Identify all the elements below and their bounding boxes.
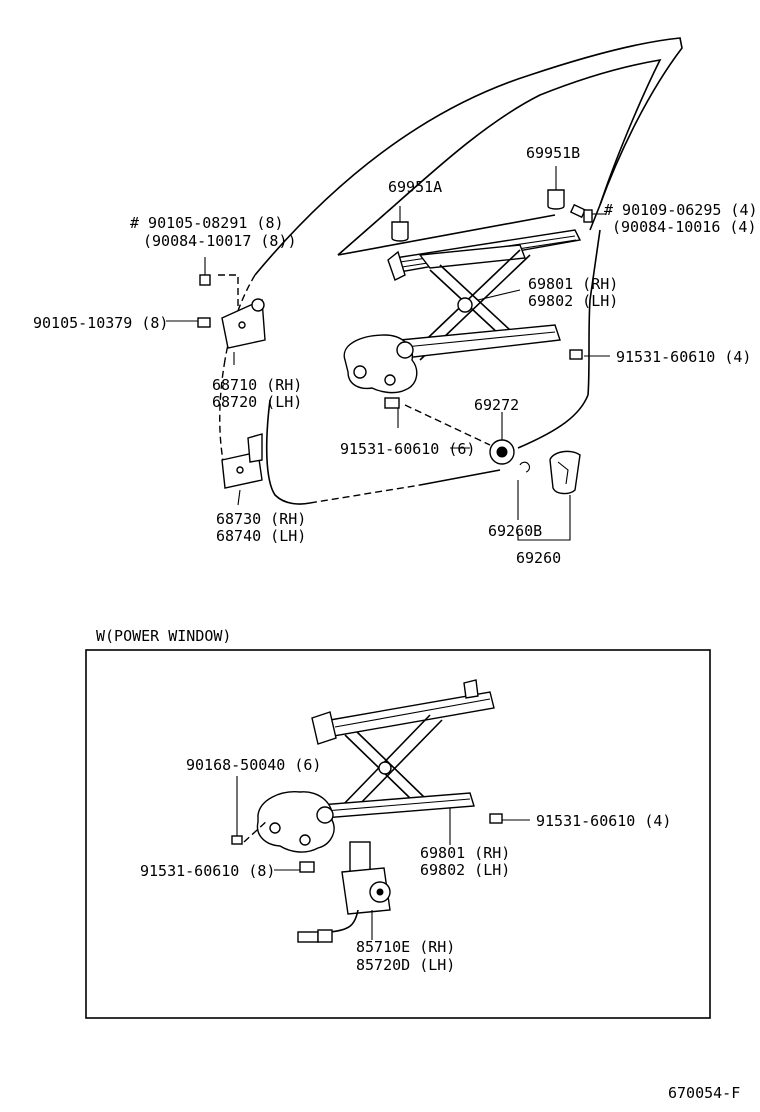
label-69260: 69260 [516, 549, 561, 567]
label-69272: 69272 [474, 396, 519, 414]
bolt-91531-d [274, 861, 315, 873]
label-68740: 68740 (LH) [216, 527, 306, 545]
label-90105b: 90105-10379 (8) [33, 314, 168, 332]
label-69801-upper: 69801 (RH) [528, 275, 618, 293]
label-90109: # 90109-06295 (4) [604, 201, 758, 219]
clip-69260b [519, 461, 530, 473]
bolt-90105-a [199, 257, 211, 286]
bolt-90168 [231, 776, 269, 845]
handle-69260 [549, 450, 581, 495]
bolt-91531-b [384, 397, 400, 428]
label-69801-power: 69801 (RH) [420, 844, 510, 862]
power-window-box [85, 649, 711, 1019]
label-91531c: 91531-60610 (4) [536, 812, 671, 830]
label-69951a: 69951A [388, 178, 442, 196]
window-regulator-upper [343, 229, 582, 394]
motor-85710 [297, 841, 391, 943]
label-69260b: 69260B [488, 522, 542, 540]
label-69951b: 69951B [526, 144, 580, 162]
clip-69951a [391, 206, 409, 242]
bolt-90109 [569, 203, 606, 223]
label-90084a: (90084-10017 (8)) [143, 232, 297, 250]
label-90168: 90168-50040 (6) [186, 756, 321, 774]
bolt-91531-a [569, 349, 583, 360]
label-91531d: 91531-60610 (8) [140, 862, 275, 880]
leader-lines [233, 289, 610, 541]
bolt-91531-c [489, 813, 530, 824]
label-69802-upper: 69802 (LH) [528, 292, 618, 310]
hinge-68710 [218, 274, 266, 349]
label-91531b: 91531-60610 (6) [340, 440, 475, 458]
power-window-title: W(POWER WINDOW) [96, 627, 231, 645]
bracket-68730 [221, 433, 263, 489]
window-regulator-power [256, 679, 495, 853]
bolt-90105-b [166, 317, 211, 328]
label-69802-power: 69802 (LH) [420, 861, 510, 879]
label-85720: 85720D (LH) [356, 956, 455, 974]
label-90084b: (90084-10016 (4) [612, 218, 757, 236]
label-68730: 68730 (RH) [216, 510, 306, 528]
door-frame-outline [219, 37, 683, 505]
diagram-reference: 670054-F [668, 1084, 740, 1102]
clip-69951b [547, 166, 565, 210]
label-85710: 85710E (RH) [356, 938, 455, 956]
label-90105a: # 90105-08291 (8) [130, 214, 284, 232]
label-91531a: 91531-60610 (4) [616, 348, 751, 366]
washer-69272 [404, 404, 515, 465]
label-68720: 68720 (LH) [212, 393, 302, 411]
label-68710: 68710 (RH) [212, 376, 302, 394]
